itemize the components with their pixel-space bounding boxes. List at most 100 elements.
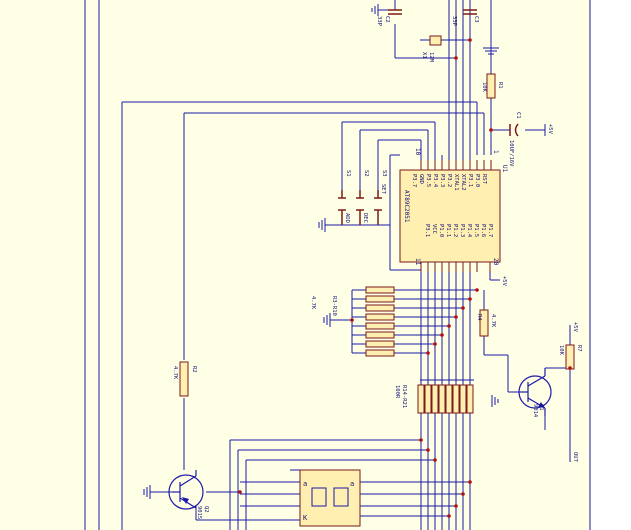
resistor-array-upper [365, 286, 395, 357]
junction-dot [454, 504, 458, 508]
junction-dot [461, 306, 465, 310]
chip-pin-label: P1.0 [438, 224, 444, 237]
chip-vcc-label: +5V [501, 276, 507, 287]
capacitor-c2-ref: C2 [384, 16, 390, 23]
chip-pin-label: P3.1 [467, 174, 473, 187]
transistor-q1: Q1 9014 [518, 368, 552, 418]
junction-dot [447, 514, 451, 518]
chip-pin-label: P3.4 [432, 174, 438, 188]
resistor-r4-ref: R4 [476, 314, 482, 321]
junction-dot [433, 342, 437, 346]
chip-pin-label: P3.2 [446, 174, 452, 187]
chip-pin-label: P1.6 [480, 224, 486, 237]
buttons: S1 S2 S3 ADD DEC SET [338, 170, 387, 225]
junction-dot [350, 318, 354, 322]
chip-pin-label: P3.5 [425, 174, 431, 187]
resistor [365, 340, 395, 348]
capacitor-c1-value: 10UF/16V [508, 140, 514, 167]
junction-dot [475, 288, 479, 292]
capacitor-c3 [463, 9, 477, 15]
mcu-chip-pin-stubs [420, 160, 492, 272]
transistor-q2-arrow [182, 497, 189, 504]
resistor [365, 331, 395, 339]
junction-dot [454, 56, 458, 60]
resistor [417, 384, 425, 414]
resistor-r7 [565, 344, 575, 370]
mcu-chip-u1: RST P3.0 P3.1 XTAL2 XTAL1 P3.2 P3.3 P3.4… [399, 148, 508, 272]
resistor-array-lower [417, 384, 474, 414]
chip-pin-label: P3.0 [474, 174, 480, 187]
crystal-x1 [429, 35, 442, 46]
resistor-r2-ref: R2 [191, 366, 197, 373]
display-pin-k: K [303, 514, 308, 522]
resistor [365, 313, 395, 321]
resistor-r2 [179, 361, 189, 397]
mcu-chip-body [399, 169, 501, 263]
chip-pin-label: P3.7 [411, 174, 417, 187]
chip-pin-label: GND [418, 174, 424, 184]
resistor [424, 384, 432, 414]
seven-segment-display: a a K [299, 469, 361, 527]
chip-pin-label: RST [481, 174, 487, 185]
resistor [365, 304, 395, 312]
chip-part-number: AT89C2051 [403, 190, 410, 223]
resistor-r1-ref: R1 [497, 82, 503, 89]
output-label: OUT [572, 452, 578, 463]
junction-dot [461, 492, 465, 496]
button-s1-label: ADD [344, 213, 350, 223]
chip-ref: U1 [501, 165, 508, 173]
button-s1 [338, 190, 346, 225]
resistor-array-upper-refs: R3-R10 [331, 296, 337, 316]
button-s2 [356, 190, 364, 225]
chip-pin-label: P1.5 [473, 224, 479, 237]
resistor [365, 295, 395, 303]
reset-network: R1 10K C1 10UF/16V +5V [481, 73, 553, 167]
transistor-q2-body [168, 474, 204, 510]
junction-dot [468, 38, 472, 42]
button-s1-ref: S1 [345, 170, 351, 177]
resistor [365, 349, 395, 357]
button-s2-label: DEC [362, 213, 368, 223]
oscillator: 33P C2 33P C3 X1 12M [376, 9, 479, 63]
chip-pin-label: P1.4 [466, 224, 472, 238]
chip-pin-label: P3.3 [439, 174, 445, 187]
resistor [452, 384, 460, 414]
ground-symbol [371, 4, 379, 16]
ground-symbol [491, 395, 499, 407]
resistor-r7-ref: R7 [576, 345, 582, 352]
button-s2-ref: S2 [363, 170, 369, 177]
chip-pin-label: P3.1 [424, 224, 430, 237]
chip-pin-label: XTAL2 [460, 174, 466, 191]
reset-vcc-label: +5V [547, 124, 553, 135]
chip-pin-label: P1.3 [459, 224, 465, 237]
junction-dot [426, 351, 430, 355]
junction-dot [426, 448, 430, 452]
resistor-r1 [486, 73, 496, 99]
transistor-q2-part: 9015 [196, 506, 202, 519]
capacitor-c1 [509, 123, 519, 137]
sheet-border [84, 0, 591, 530]
button-s3 [374, 190, 382, 225]
transistor-q2-ref: Q2 [203, 506, 209, 513]
capacitor-c2-value: 33P [376, 16, 382, 27]
transistor-q1-ref: Q1 [538, 404, 544, 411]
resistor-r4-value: 4.7K [490, 314, 496, 328]
q1-vcc-label: +5V [572, 322, 578, 333]
chip-pin-label: XTAL1 [453, 174, 459, 191]
resistor-r4 [479, 309, 489, 337]
junction-dot [433, 458, 437, 462]
chip-pin-label: P1.1 [445, 224, 451, 237]
transistor-q1-arrow [538, 402, 545, 408]
resistor-r1-value: 10K [481, 82, 487, 93]
resistor-array-upper-value: 4.7K [310, 296, 316, 310]
junction-dot [468, 297, 472, 301]
resistor [365, 322, 395, 330]
resistor [365, 286, 395, 294]
junction-dot [440, 333, 444, 337]
chip-pin-number: 11 [414, 258, 421, 266]
chip-pin-number: 20 [492, 258, 499, 266]
ground-symbol [323, 313, 331, 327]
transistor-q1-body [518, 375, 552, 409]
junction-dot [419, 438, 423, 442]
